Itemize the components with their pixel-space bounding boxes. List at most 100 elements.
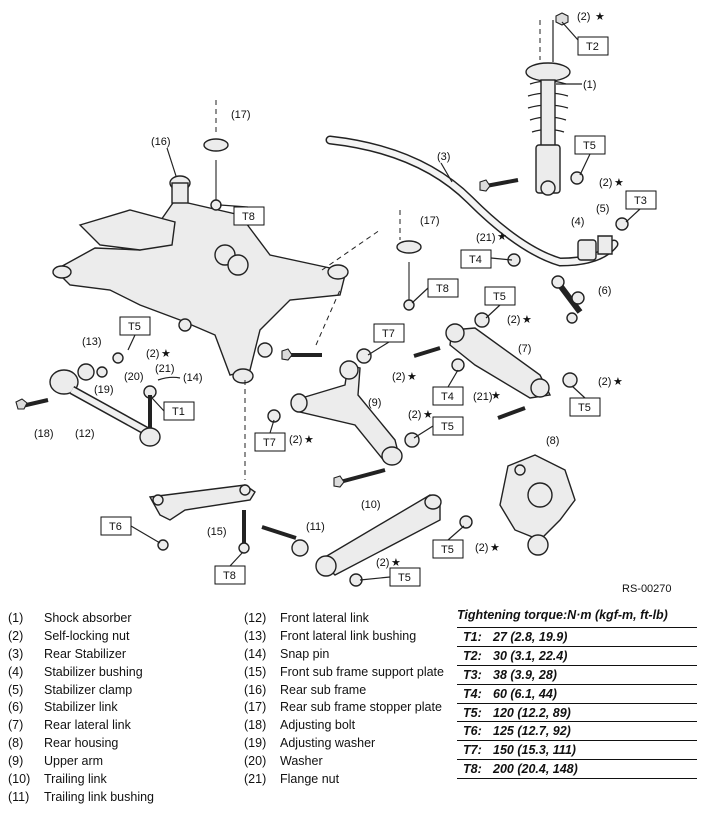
- callout-16: (16): [151, 136, 171, 148]
- callout-14: (14): [183, 372, 203, 384]
- legend-item-number: (1): [8, 610, 24, 625]
- callout-2-i: (2): [376, 557, 389, 569]
- tag-t8-b: T8: [427, 278, 459, 298]
- rear-sub-frame-stopper-plate-left: [203, 100, 229, 211]
- torque-code: T4:: [463, 686, 482, 701]
- callout-12: (12): [75, 428, 95, 440]
- tag-t7-b: T7: [254, 432, 286, 452]
- svg-text:T5: T5: [441, 421, 454, 433]
- legend-item: (9)Upper arm: [8, 752, 238, 770]
- tag-t5-a: T5: [574, 135, 606, 155]
- suspension-exploded-diagram: (1) (2) (3) (4) (5) (6) (7) (8) (9) (10)…: [15, 11, 657, 587]
- torque-row: T6:125 (12.7, 92): [457, 722, 697, 742]
- torque-value: 60 (6.1, 44): [493, 686, 557, 701]
- callout-4: (4): [571, 216, 584, 228]
- torque-table-title: Tightening torque:N·m (kgf-m, ft-lb): [457, 608, 697, 628]
- torque-value: 200 (20.4, 148): [493, 762, 578, 777]
- tag-t5-e: T5: [432, 416, 464, 436]
- torque-rows: T1:27 (2.8, 19.9)T2:30 (3.1, 22.4)T3:38 …: [457, 628, 697, 780]
- star-8: ★: [423, 409, 433, 421]
- legend-item: (19)Adjusting washer: [244, 734, 454, 752]
- callout-2-f: (2): [289, 434, 302, 446]
- torque-row: T4: 60 (6.1, 44): [457, 685, 697, 704]
- callout-17-left: (17): [231, 109, 251, 121]
- svg-text:T4: T4: [469, 254, 482, 266]
- front-sub-frame-support-plate: [148, 380, 256, 521]
- torque-row: T1:27 (2.8, 19.9): [457, 628, 697, 647]
- legend-item-number: (8): [8, 736, 24, 751]
- legend-item: (15)Front sub frame support plate: [244, 663, 454, 681]
- star-2: ★: [614, 177, 624, 189]
- star-11: ★: [497, 231, 507, 243]
- legend-item-name: Rear sub frame stopper plate: [280, 700, 442, 715]
- legend-item: (5) Stabilizer clamp: [8, 681, 238, 699]
- callout-11: (11): [306, 521, 325, 533]
- legend-item-number: (7): [8, 718, 24, 733]
- callout-8: (8): [546, 435, 559, 447]
- callout-1: (1): [583, 79, 596, 91]
- diagram-code: RS-00270: [622, 583, 672, 595]
- legend-item-name: Stabilizer clamp: [44, 682, 133, 697]
- legend-item-number: (9): [8, 754, 24, 769]
- callout-10: (10): [361, 499, 381, 511]
- star-3: ★: [522, 314, 532, 326]
- svg-text:T6: T6: [109, 521, 122, 533]
- svg-text:T7: T7: [263, 437, 276, 449]
- tag-t5-d: T5: [569, 397, 601, 417]
- legend-item-number: (18): [244, 718, 267, 733]
- legend-item: (20)Washer: [244, 752, 454, 770]
- legend-item-name: Stabilizer bushing: [44, 664, 143, 679]
- callout-2-a: (2): [599, 177, 612, 189]
- torque-tags: T2 T5 T3 T8 T4 T8 T5 T5 T7 T4 T5 T1 T5 T…: [100, 36, 657, 587]
- legend-item-name: Rear lateral link: [44, 718, 131, 733]
- legend-item-number: (20): [244, 754, 267, 769]
- callout-2-b: (2): [507, 314, 520, 326]
- star-12: ★: [491, 390, 501, 402]
- svg-text:T5: T5: [128, 321, 141, 333]
- tag-t2: T2: [577, 36, 609, 56]
- rear-sub-frame-stopper-plate-right: [396, 210, 422, 311]
- legend-item: (12)Front lateral link: [244, 609, 454, 627]
- adjusting-washer: [96, 366, 108, 378]
- torque-code: T7:: [463, 743, 482, 758]
- leader-lines: [127, 21, 641, 581]
- callout-21-left: (21): [155, 363, 175, 375]
- svg-text:T7: T7: [382, 328, 395, 340]
- callout-2-h: (2): [475, 542, 488, 554]
- legend-item-name: Self-locking nut: [44, 628, 130, 643]
- legend-item: (14)Snap pin: [244, 645, 454, 663]
- legend-item-number: (5): [8, 682, 24, 697]
- rear-lateral-link: [445, 323, 552, 399]
- tag-t5-g: T5: [389, 567, 421, 587]
- tag-t7-a: T7: [373, 323, 405, 343]
- torque-value: 125 (12.7, 92): [493, 724, 571, 739]
- rear-stabilizer: [325, 135, 619, 267]
- callout-2-g: (2): [408, 409, 421, 421]
- callout-6: (6): [598, 285, 611, 297]
- stabilizer-link: [551, 275, 585, 314]
- callout-21-top: (21): [476, 232, 496, 244]
- callout-2-c: (2): [146, 348, 159, 360]
- callout-20: (20): [124, 371, 144, 383]
- legend-item-name: Snap pin: [280, 646, 330, 661]
- front-lateral-link-bushing: [77, 363, 95, 381]
- star-5: ★: [407, 371, 417, 383]
- callout-3: (3): [437, 151, 450, 163]
- svg-text:T1: T1: [172, 406, 185, 418]
- legend-item-number: (16): [244, 682, 267, 697]
- callout-19: (19): [94, 384, 114, 396]
- callout-9: (9): [368, 397, 381, 409]
- tag-t4-b: T4: [432, 386, 464, 406]
- torque-value: 30 (3.1, 22.4): [493, 648, 568, 663]
- callout-5: (5): [596, 203, 609, 215]
- callout-2-top: (2): [577, 11, 590, 23]
- legend-item-number: (13): [244, 628, 267, 643]
- legend-item-name: Front lateral link bushing: [280, 628, 417, 643]
- rear-sub-frame: [52, 175, 349, 384]
- legend-item: (1)Shock absorber: [8, 609, 238, 627]
- legend-item-name: Rear housing: [44, 736, 119, 751]
- self-locking-nut-top: [555, 12, 569, 26]
- legend-item-name: Flange nut: [280, 771, 340, 786]
- callout-2-d: (2): [392, 371, 405, 383]
- legend-item-name: Stabilizer link: [44, 700, 118, 715]
